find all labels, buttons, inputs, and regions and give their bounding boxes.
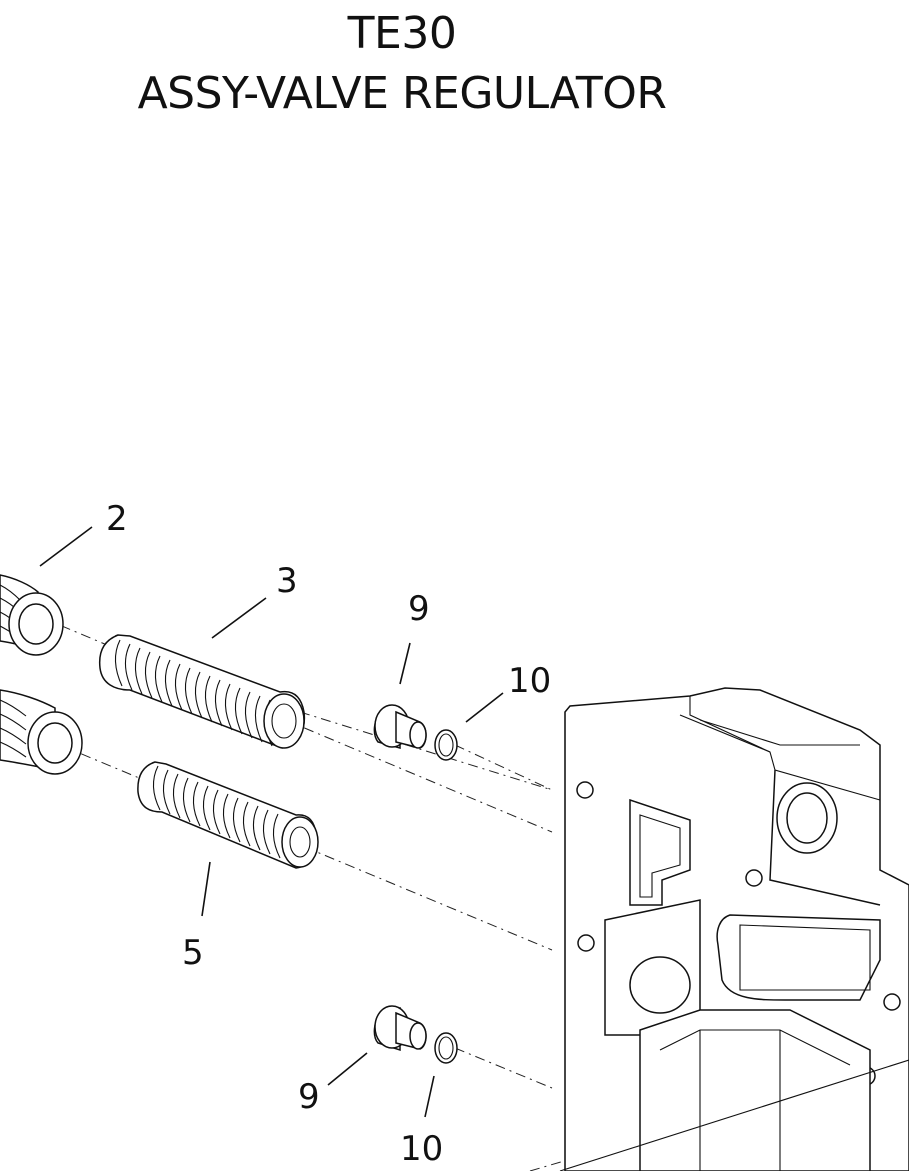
- callout-9-upper: 9: [408, 589, 430, 629]
- callout-labels: 2 3 9 10 5 9 10: [106, 499, 551, 1169]
- leader-5: [201, 861, 211, 917]
- leader-10-lower: [424, 1075, 435, 1118]
- part-2-spring-lower: [0, 689, 83, 775]
- part-9-plug-lower: [373, 1005, 427, 1052]
- callout-leader-lines: [39, 526, 504, 1118]
- callout-3: 3: [276, 561, 298, 601]
- part-9-plug-upper: [373, 704, 427, 749]
- part-3-coil-spring: [98, 634, 306, 749]
- callout-2: 2: [106, 499, 128, 539]
- leader-2: [39, 526, 93, 567]
- part-10-oring-lower: [434, 1032, 458, 1064]
- part-5-coil-spring: [137, 761, 319, 869]
- callout-10-upper: 10: [508, 661, 551, 701]
- callout-5: 5: [182, 933, 204, 973]
- leader-9-lower: [327, 1052, 368, 1086]
- leader-9-upper: [399, 642, 411, 685]
- leader-3: [211, 597, 267, 639]
- part-10-oring-upper: [434, 729, 458, 761]
- valve-body-housing: [559, 687, 909, 1171]
- leader-10-upper: [465, 692, 504, 723]
- diagram-assembly-title: ASSY-VALVE REGULATOR: [137, 68, 667, 119]
- title-block: TE30 ASSY-VALVE REGULATOR: [0, 4, 804, 124]
- part-2-spring-upper: [0, 574, 64, 656]
- diagram-model-title: TE30: [347, 8, 457, 59]
- assembly-axis-lines: [0, 599, 909, 1171]
- callout-9-lower: 9: [298, 1077, 320, 1117]
- callout-10-lower: 10: [400, 1129, 443, 1169]
